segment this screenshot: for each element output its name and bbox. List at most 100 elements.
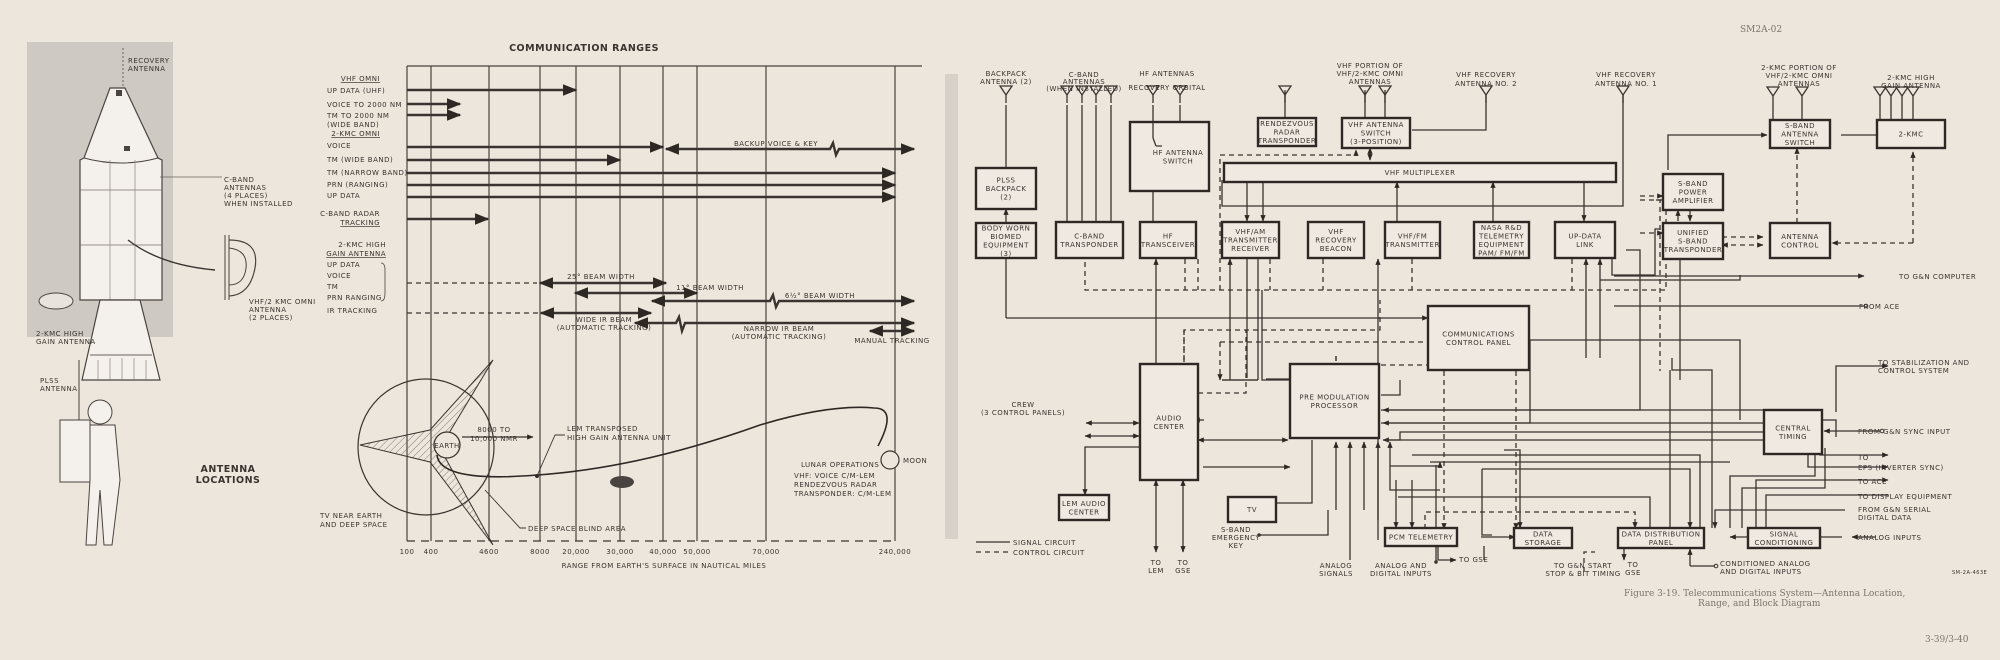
blind-area-label: DEEP SPACE BLIND AREA: [528, 525, 626, 533]
x-tick-label: 100: [400, 548, 415, 556]
beam-11-label: 11° BEAM WIDTH: [676, 284, 744, 292]
drawing-code: SM-2A-463E: [1952, 570, 1987, 576]
antenna-icon: [1059, 85, 1075, 97]
block-label: TV: [1246, 506, 1257, 514]
row-label: UP DATA: [327, 192, 360, 200]
antenna-icon: [1357, 85, 1373, 97]
switch-icon: [1152, 122, 1162, 147]
antenna-icon: [1872, 86, 1888, 98]
x-tick-label: 30,000: [606, 548, 634, 556]
row-label: C-BAND RADAR: [320, 210, 380, 218]
antenna-icon: [998, 85, 1014, 97]
x-tick-label: 400: [424, 548, 439, 556]
earth-icon: [433, 431, 461, 459]
row-labels: VHF OMNI UP DATA (UHF) VOICE TO 2000 NM …: [320, 75, 408, 315]
x-tick-label: 20,000: [562, 548, 590, 556]
signal-circuits: [1003, 90, 1889, 569]
antenna-icon: [1074, 85, 1090, 97]
block-tv: TV: [1226, 495, 1278, 524]
svg-text:CREW(3 CONTROL PANELS): CREW(3 CONTROL PANELS): [981, 401, 1065, 417]
row-label: VOICE: [327, 142, 351, 150]
page-gutter: [945, 74, 958, 539]
row-label: UP DATA (UHF): [327, 87, 385, 95]
row-label: VOICE TO 2000 NM: [327, 101, 402, 109]
antenna-icon: [1905, 86, 1921, 98]
moon-label: MOON: [903, 457, 927, 465]
astronaut-illustration: [59, 360, 121, 546]
control-circuits: [1084, 147, 1916, 572]
row-label: PRN RANGING: [327, 294, 382, 302]
row-label: TM: [326, 283, 338, 291]
manual-tracking-label: MANUAL TRACKING: [854, 337, 929, 345]
row-label: TM (NARROW BAND): [326, 169, 408, 177]
block-kmc: 2-KMC: [1875, 118, 1947, 150]
group-label-high-gain: 2-KMC HIGH: [338, 241, 386, 249]
group-label-high-gain: GAIN ANTENNA: [326, 250, 386, 258]
bar-narrow-ir: [633, 313, 916, 336]
antenna-icon: [1277, 85, 1293, 97]
spacecraft-icon: [610, 476, 634, 488]
antenna-icon: [1615, 85, 1631, 97]
moon-icon: [880, 450, 900, 470]
trajectory-path: [436, 406, 888, 478]
wide-ir-label: WIDE IR BEAM(AUTOMATIC TRACKING): [557, 316, 652, 332]
block-pcm: PCM TELEMETRY: [1383, 526, 1459, 548]
bar-backup-voice: [664, 139, 916, 159]
antenna-icon: [1794, 86, 1810, 98]
command-module-illustration: [38, 48, 257, 381]
diagram-legend: SIGNAL CIRCUIT CONTROL CIRCUIT: [976, 539, 1084, 557]
antenna-icon: [1377, 85, 1393, 97]
row-label: UP DATA: [327, 261, 360, 269]
x-tick-label: 8000: [530, 548, 550, 556]
legend-signal-label: SIGNAL CIRCUIT: [1013, 539, 1076, 547]
row-label: VOICE: [327, 272, 351, 280]
